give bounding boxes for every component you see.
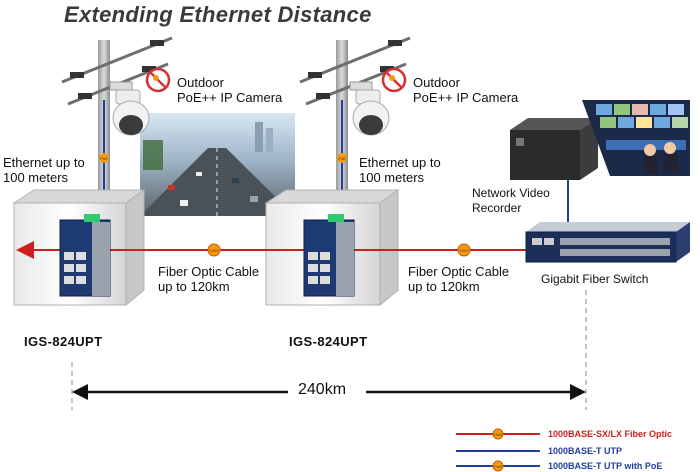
ethernet-label-right-line2: 100 meters [359,170,425,185]
nvr-label-line1: Network Video [472,186,550,200]
camera-label-right: Outdoor PoE++ IP Camera [413,75,518,105]
fiber-badge-right [457,243,471,257]
camera-label-left: Outdoor PoE++ IP Camera [177,75,282,105]
industrial-switch-left [59,214,111,297]
legend-badge-text-fiber: 1000 [494,432,504,437]
nvr-label: Network Video Recorder [472,186,550,216]
camera-label-left-line1: Outdoor [177,75,224,90]
arrowhead-left-icon [72,384,88,400]
fiber-label-left-line1: Fiber Optic Cable [158,264,260,279]
arrow-left-icon [16,241,34,259]
fiber-label-left: Fiber Optic Cable up to 120km [158,264,259,294]
diagram-title: Extending Ethernet Distance [64,2,372,27]
fiber-label-right: Fiber Optic Cable up to 120km [408,264,509,294]
device-label-left: IGS-824UPT [24,334,103,349]
ptz-camera-left [109,81,150,136]
control-room-image [582,100,690,176]
weatherproof-icon-right [381,67,407,93]
legend-badge-fiber [492,428,504,440]
camera-label-right-line1: Outdoor [413,75,460,90]
fiber-badge-text-right: 1000 [460,248,470,253]
camera-label-left-line2: PoE++ IP Camera [177,90,283,105]
ptz-camera-right [349,81,390,136]
legend-badge-text-poe: PoE [494,464,502,469]
fiber-badge-text-left: 1000 [210,248,220,253]
fiber-label-right-line1: Fiber Optic Cable [408,264,510,279]
fiber-badge-left [207,243,221,257]
ethernet-label-left-line2: 100 meters [3,170,69,185]
distance-label-bg [288,380,366,402]
poe-badge-text-left: PoE [100,156,108,161]
fiber-label-right-line2: up to 120km [408,279,480,294]
highway-photo [140,113,295,216]
network-video-recorder [510,118,598,180]
arrowhead-right-icon [570,384,586,400]
device-label-right: IGS-824UPT [289,334,368,349]
industrial-switch-right [303,214,355,297]
legend-label-poe: 1000BASE-T UTP with PoE [548,461,663,471]
legend-label-fiber: 1000BASE-SX/LX Fiber Optic [548,429,673,439]
distance-label: 240km [298,381,347,398]
legend-label-utp: 1000BASE-T UTP [548,446,623,456]
switch-label: Gigabit Fiber Switch [541,272,649,286]
ethernet-label-right: Ethernet up to 100 meters [359,155,441,185]
gigabit-fiber-switch [525,222,690,263]
poe-badge-text-right: PoE [338,156,346,161]
weatherproof-icon-left [145,67,171,93]
legend-badge-poe [492,460,504,472]
poe-badge-right [337,153,347,163]
poe-badge-left [99,153,109,163]
fiber-label-left-line2: up to 120km [158,279,230,294]
nvr-label-line2: Recorder [472,201,522,215]
ethernet-label-left: Ethernet up to 100 meters [3,155,85,185]
ethernet-label-right-line1: Ethernet up to [359,155,441,170]
camera-label-right-line2: PoE++ IP Camera [413,90,519,105]
ethernet-label-left-line1: Ethernet up to [3,155,85,170]
